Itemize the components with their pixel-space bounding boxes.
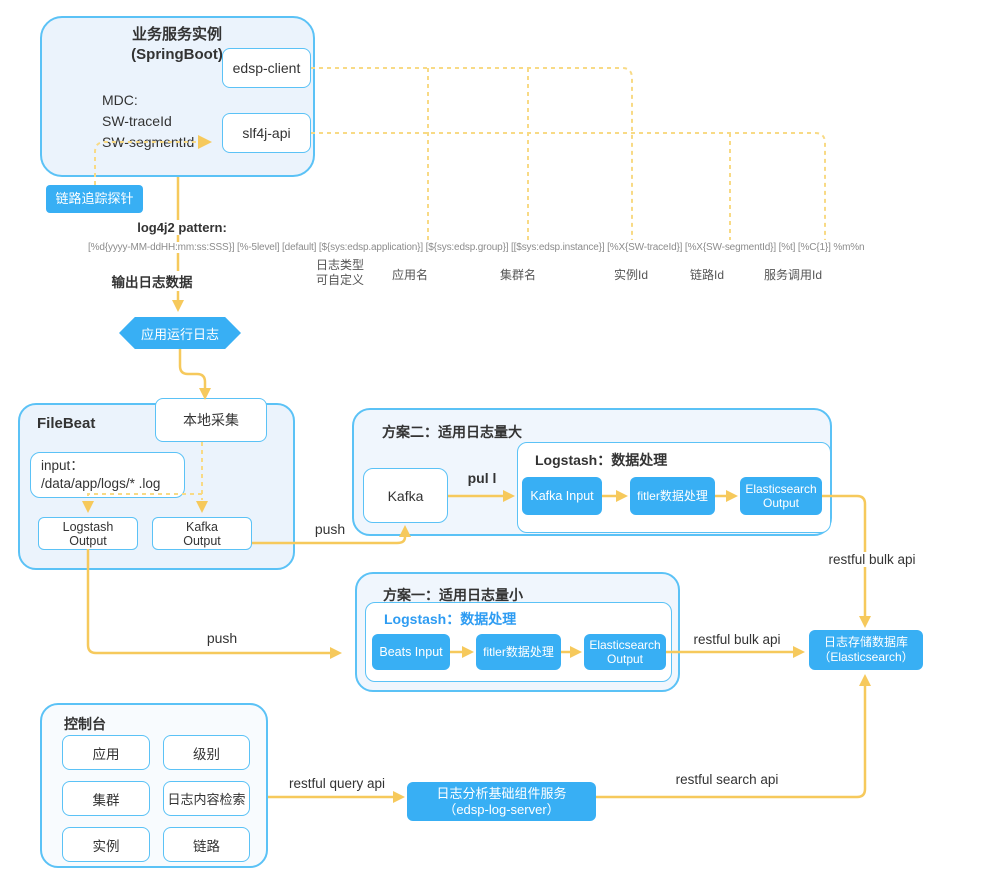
console-item-log-search: 日志内容检索 (163, 781, 250, 816)
slf4j-api-node: slf4j-api (222, 113, 311, 153)
logstash-output-node: Logstash Output (38, 517, 138, 550)
console-title: 控制台 (64, 716, 106, 732)
springboot-title: 业务服务实例 (SpringBoot) (97, 25, 257, 65)
springboot-title-line2: (SpringBoot) (131, 46, 223, 63)
plan2-es-output-node: Elasticsearch Output (740, 477, 822, 515)
log4j2-pattern-text: [%d{yyyy-MM-ddHH:mm:ss:SSS}] [%-5level] … (85, 242, 945, 253)
plan1-es-output-node: Elasticsearch Output (584, 634, 666, 670)
console-item-app: 应用 (62, 735, 150, 770)
plan1-logstash-title: Logstash：数据处理 (384, 611, 517, 627)
output-log-label: 输出日志数据 (108, 271, 196, 291)
kafka-output-node: Kafka Output (152, 517, 252, 550)
restful-query-api-label: restful query api (288, 776, 386, 791)
annotation-trace-id: 链路Id (689, 268, 725, 282)
console-item-level: 级别 (163, 735, 250, 770)
plan2-filter-node: fitler数据处理 (630, 477, 715, 515)
filebeat-input-text: input： /data/app/logs/* .log (41, 458, 161, 491)
filebeat-input-node: input： /data/app/logs/* .log (30, 452, 185, 498)
filebeat-title: FileBeat (37, 415, 96, 432)
plan1-beats-input-node: Beats Input (372, 634, 450, 670)
restful-bulk-api-plan1-label: restful bulk api (693, 632, 781, 647)
console-item-cluster: 集群 (62, 781, 150, 816)
plan2-kafka-input-node: Kafka Input (522, 477, 602, 515)
plan2-title: 方案二：适用日志量大 (382, 424, 522, 440)
es-store-node: 日志存储数据库 （Elasticsearch） (809, 630, 923, 670)
annotation-app-name: 应用名 (391, 268, 429, 282)
restful-bulk-api-plan2-label: restful bulk api (825, 552, 919, 567)
local-collect-node: 本地采集 (155, 398, 267, 442)
restful-search-api-label: restful search api (675, 772, 779, 787)
push-logstash-label: push (206, 630, 238, 646)
console-item-trace: 链路 (163, 827, 250, 862)
pull-label: pul l (467, 470, 497, 486)
mdc-text: MDC: SW-traceId SW-segmentId (102, 92, 195, 150)
push-kafka-label: push (314, 521, 346, 537)
trace-probe-badge: 链路追踪探针 (46, 185, 143, 213)
annotation-instance-id: 实例Id (613, 268, 649, 282)
console-item-instance: 实例 (62, 827, 150, 862)
edsp-client-node: edsp-client (222, 48, 311, 88)
springboot-title-line1: 业务服务实例 (131, 26, 222, 43)
annotation-group-name: 集群名 (499, 268, 537, 282)
app-running-log-hexagon: 应用运行日志 (119, 317, 241, 349)
plan1-filter-node: fitler数据处理 (476, 634, 561, 670)
annotation-segment-id: 服务调用Id (763, 268, 823, 282)
plan1-title: 方案一：适用日志量小 (383, 587, 523, 603)
plan2-kafka-node: Kafka (363, 468, 448, 523)
annotation-log-type: 日志类型 可自定义 (315, 258, 365, 287)
log4j2-pattern-title: log4j2 pattern: (134, 220, 230, 235)
log-server-node: 日志分析基础组件服务 （edsp-log-server） (407, 782, 596, 821)
plan2-logstash-title: Logstash：数据处理 (535, 452, 668, 468)
